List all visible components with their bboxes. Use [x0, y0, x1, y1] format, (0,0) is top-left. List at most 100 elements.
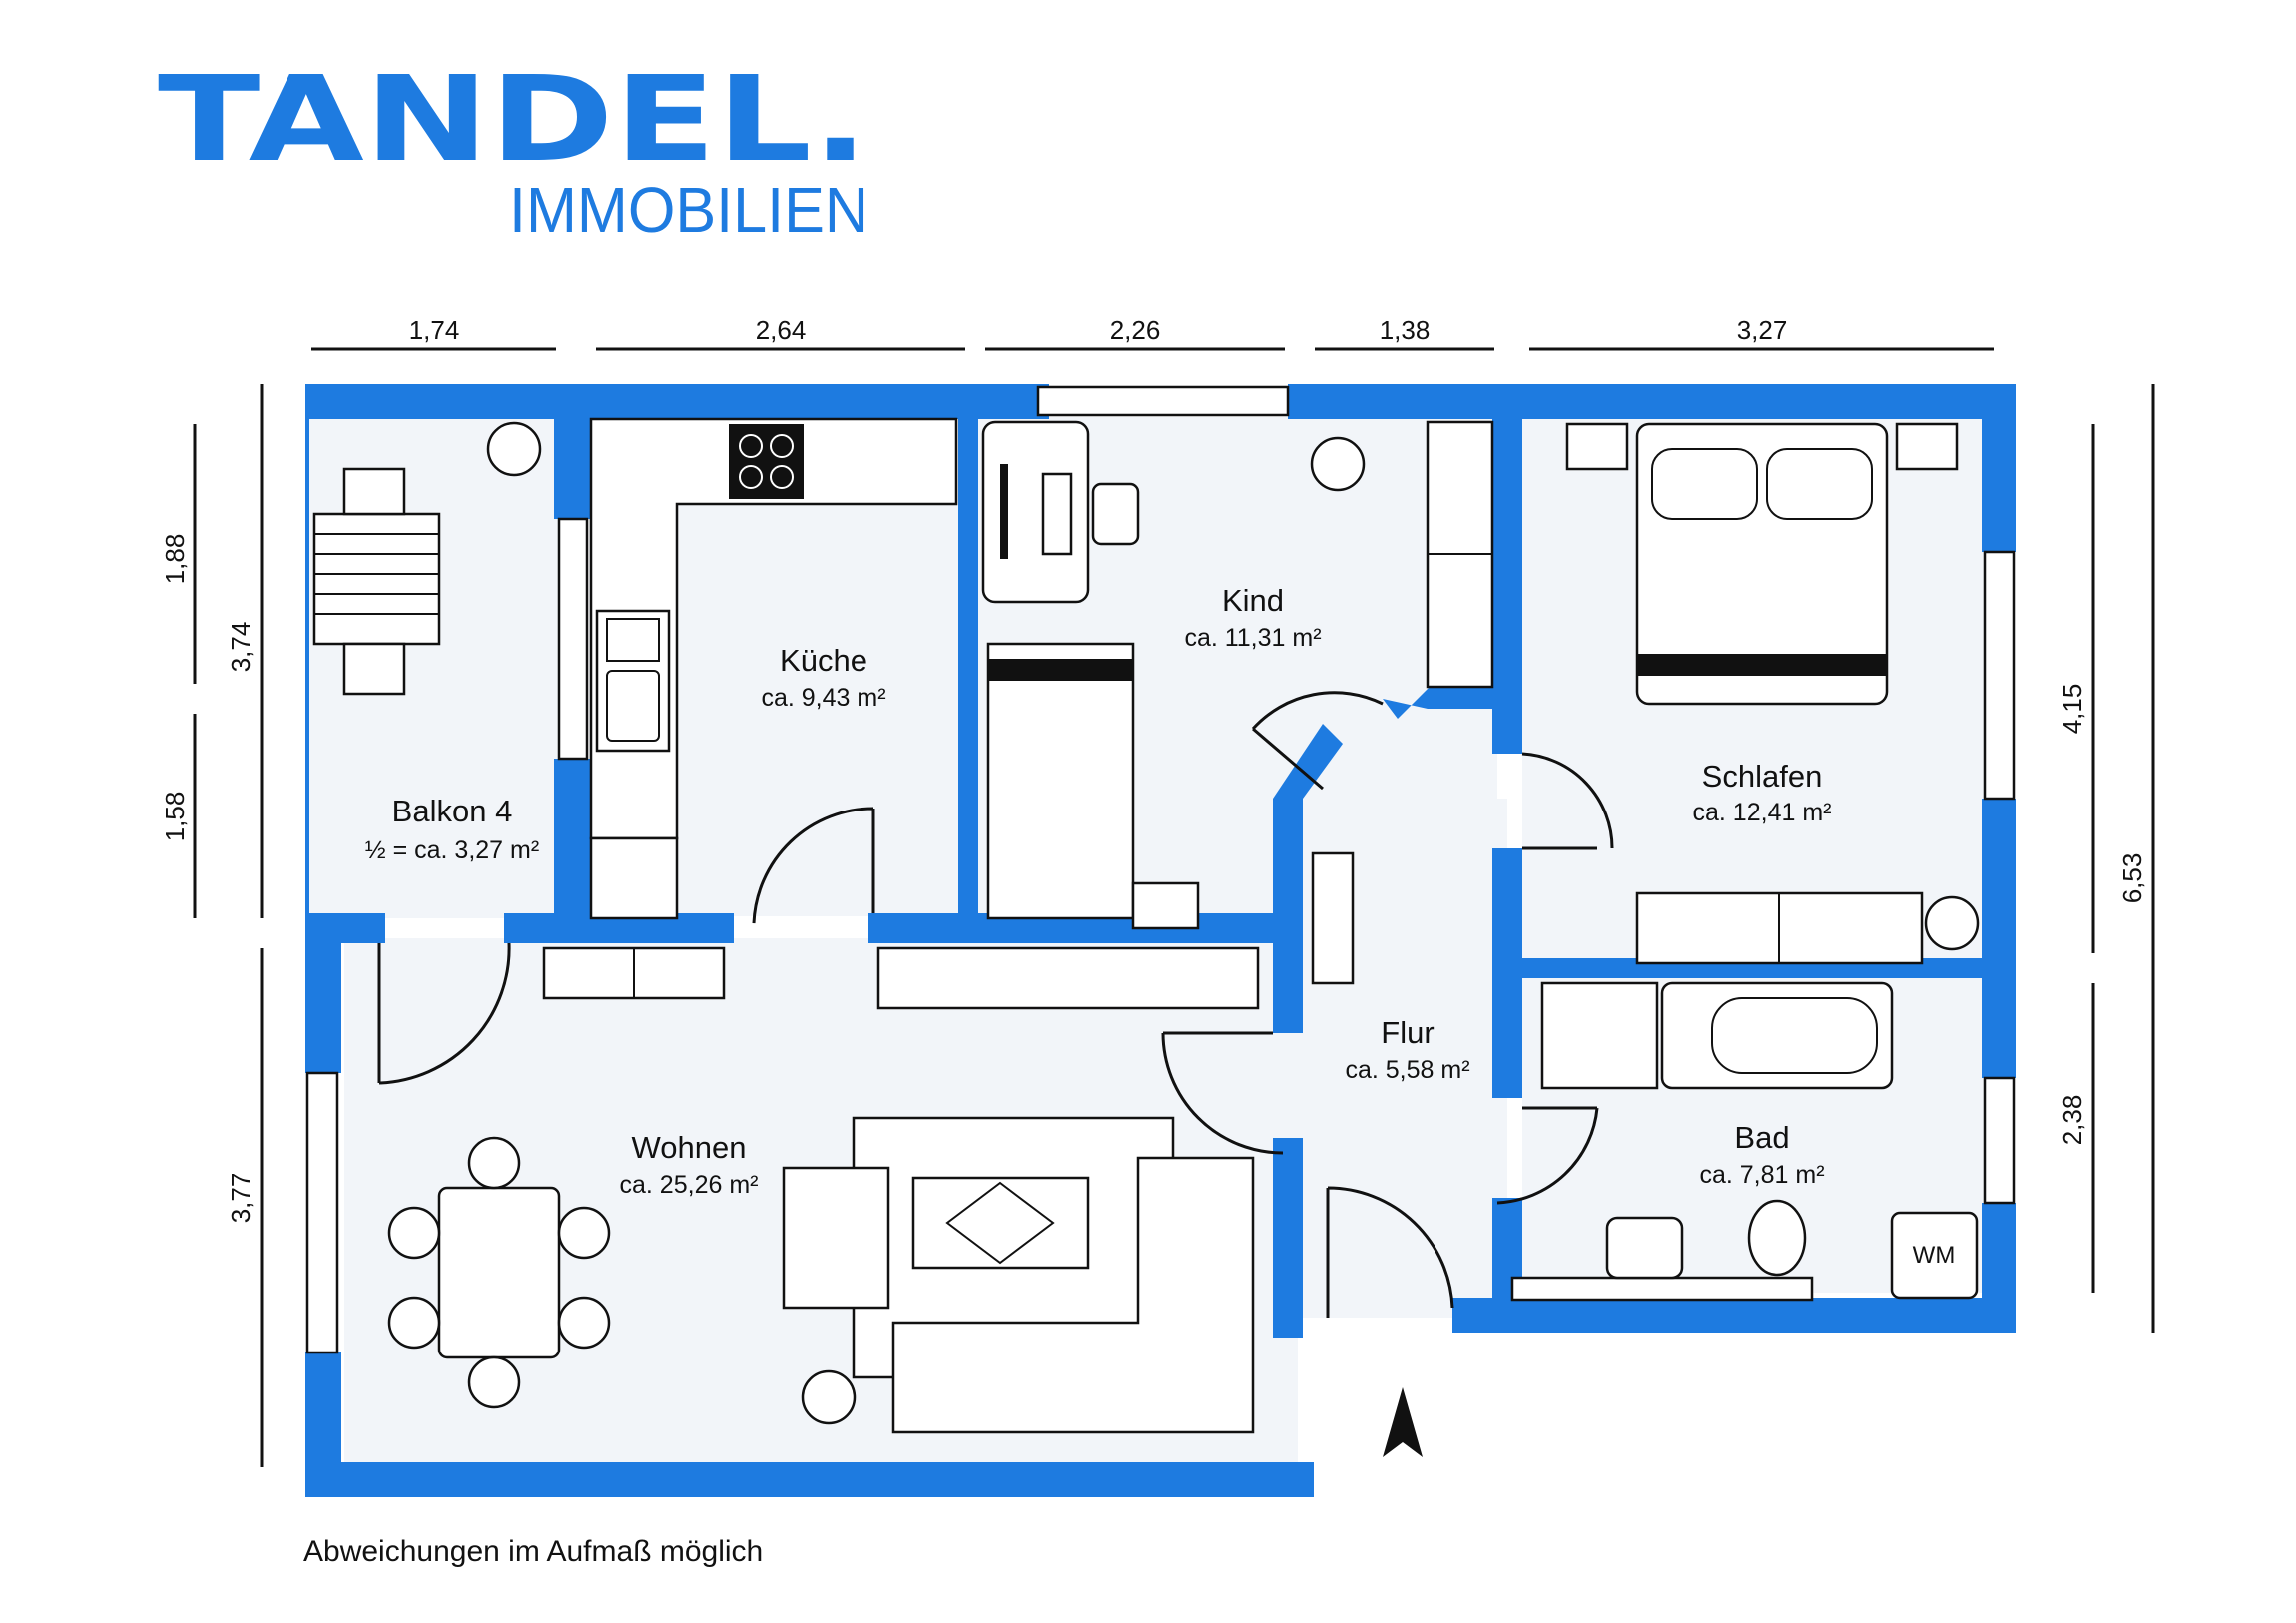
double-bed	[1635, 422, 1889, 706]
room-name-wohnen: Wohnen	[632, 1130, 747, 1165]
dim-left-outer-1: 3,74	[226, 622, 256, 673]
room-name-balkon: Balkon 4	[392, 794, 513, 828]
wall-right-mid	[1982, 799, 2016, 1078]
room-area-flur: ca. 5,58 m²	[1345, 1056, 1469, 1084]
washing-machine-label: WM	[1913, 1242, 1956, 1269]
wall-kind-corner	[1383, 679, 1492, 719]
doors	[377, 691, 1614, 1318]
door-bad	[1496, 1106, 1599, 1205]
kitchen	[589, 417, 958, 920]
door-schlafen	[1521, 752, 1614, 850]
dining-chair-6	[557, 1296, 611, 1350]
wall-bottom-bad	[1452, 1298, 2011, 1333]
coffee-table	[911, 1176, 1090, 1270]
nightstand-left	[1565, 422, 1629, 471]
window-kind-top	[1036, 385, 1290, 417]
window-wohnen-left	[305, 1071, 339, 1354]
desk	[981, 420, 1090, 604]
wall-top-left	[305, 384, 1049, 419]
window-bad-bottom	[1510, 1276, 1814, 1302]
brand-subtitle: IMMOBILIEN	[509, 174, 868, 246]
room-name-kueche: Küche	[780, 643, 867, 678]
door-entrance	[1326, 1186, 1454, 1318]
dining-chair-1	[467, 1136, 521, 1190]
room-labels: Balkon 4 ½ = ca. 3,27 m² Küche ca. 9,43 …	[365, 583, 1832, 1199]
dim-left-outer-2: 3,77	[226, 1173, 256, 1224]
radiator-icon	[1311, 851, 1355, 985]
wall-left-balkon	[305, 384, 309, 923]
dim-top-1: 1,74	[409, 315, 460, 345]
north-arrow-icon	[1383, 1387, 1423, 1457]
washing-machine-icon	[1890, 1211, 1979, 1300]
tv-sideboard	[876, 946, 1260, 1010]
wall-top-mid	[1288, 384, 1517, 419]
dim-right-inner-2: 2,38	[2057, 1095, 2087, 1146]
wall-kueche-kind	[958, 384, 978, 928]
wall-top-right	[1507, 384, 2016, 419]
dim-top-4: 1,38	[1380, 315, 1431, 345]
wall-balkon-kueche-lower	[554, 759, 590, 923]
room-name-kind: Kind	[1222, 583, 1284, 618]
wall-kind-right	[1492, 384, 1522, 714]
footer-note: Abweichungen im Aufmaß möglich	[303, 1535, 764, 1568]
dim-top-5: 3,27	[1737, 315, 1788, 345]
nightstand-right	[1895, 422, 1959, 471]
window-kueche-left	[557, 517, 589, 761]
chair	[1091, 482, 1140, 546]
wall-balkon-kueche	[554, 384, 590, 519]
toilet-icon	[1747, 1199, 1807, 1277]
sink-icon	[595, 609, 671, 753]
door-kueche	[752, 807, 875, 924]
room-area-wohnen: ca. 25,26 m²	[620, 1171, 759, 1199]
kind-bed	[986, 642, 1135, 920]
cooktop-icon	[729, 424, 804, 499]
washbasin-icon	[1605, 1216, 1684, 1280]
kind-furniture	[981, 420, 1494, 930]
wall-balkon-bottom-left	[305, 913, 385, 943]
plant-icon-schlafen	[1924, 895, 1980, 951]
window-schlafen-right	[1983, 550, 2016, 801]
dining-chair-2	[467, 1355, 521, 1409]
room-area-bad: ca. 7,81 m²	[1699, 1161, 1824, 1189]
monitor-icon	[1000, 464, 1008, 559]
balkon-furniture	[312, 421, 542, 696]
wall-right-top	[1982, 384, 2016, 552]
wall-flur-left-lower	[1273, 1138, 1303, 1338]
dimension-lines: 1,74 2,64 2,26 1,38 3,27 3,74 3,77 1,88 …	[160, 315, 2155, 1467]
room-area-kind: ca. 11,31 m²	[1184, 624, 1321, 652]
brand-name: TANDEL.	[158, 50, 868, 188]
room-area-schlafen: ca. 12,41 m²	[1693, 799, 1832, 826]
room-area-kueche: ca. 9,43 m²	[761, 684, 885, 712]
wall-left-wohnen-top	[305, 918, 341, 1073]
plant-icon	[486, 421, 542, 477]
dining-chair-3	[387, 1206, 441, 1260]
wall-flur-left	[1273, 799, 1303, 1033]
dim-right-inner-1: 4,15	[2057, 684, 2087, 735]
door-kind	[1251, 691, 1384, 791]
keyboard-icon	[1041, 472, 1073, 556]
kitchen-unit-bottom	[589, 836, 679, 920]
dining-chair-5	[557, 1206, 611, 1260]
bad-furniture: WM	[1540, 981, 1979, 1300]
windows	[305, 385, 2016, 1354]
window-bad-right	[1983, 1076, 2016, 1205]
room-name-flur: Flur	[1381, 1015, 1434, 1050]
wohnen-furniture	[387, 851, 1355, 1434]
dim-top-2: 2,64	[756, 315, 807, 345]
dim-left-inner-2: 1,58	[160, 792, 190, 842]
armchair	[782, 1166, 890, 1310]
dim-left-inner-1: 1,88	[160, 534, 190, 585]
plant-icon-kind	[1310, 436, 1366, 492]
corner-sofa	[891, 1156, 1255, 1434]
balkon-table	[312, 512, 441, 646]
nightstand	[1131, 881, 1200, 930]
dining-chair-4	[387, 1296, 441, 1350]
schlafen-furniture	[1565, 422, 1980, 965]
wall-flur-bottom-right	[1452, 1298, 1522, 1333]
room-area-balkon: ½ = ca. 3,27 m²	[365, 836, 539, 864]
dim-right-outer: 6,53	[2117, 853, 2147, 904]
wall-kind-diagonal	[1273, 724, 1343, 799]
wall-schlafen-left	[1492, 714, 1522, 754]
brand-logo: TANDEL. IMMOBILIEN	[158, 50, 868, 246]
